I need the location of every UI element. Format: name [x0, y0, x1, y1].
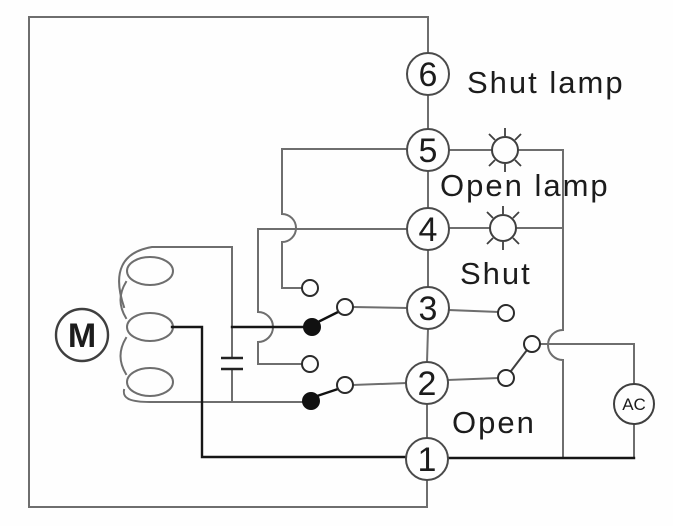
capacitor-icon — [221, 356, 243, 371]
switch-contact-icon — [497, 304, 515, 322]
terminal2-contact-wire — [351, 381, 408, 387]
switch-blade-icon — [316, 310, 340, 324]
switch-contact-icon — [336, 298, 354, 316]
lamp-icon-shut — [486, 206, 520, 250]
winding-bottom-wire — [122, 388, 304, 403]
capacitor-branch-wire — [118, 246, 233, 402]
limit-switch-upper — [301, 279, 354, 336]
terminal4-branch-wire — [257, 228, 410, 365]
open-lamp-label: Open lamp — [440, 168, 610, 203]
switch-contact-icon — [523, 335, 541, 353]
terminal-3-number: 3 — [419, 290, 438, 328]
terminal-4: 4 — [406, 207, 450, 251]
motor-label: M — [68, 317, 96, 355]
switch-contact-icon — [301, 279, 319, 297]
terminal-6-number: 6 — [419, 56, 438, 94]
terminal-1: 1 — [405, 437, 449, 481]
shut-lamp-label: Shut lamp — [467, 65, 625, 100]
limit-switch-lower — [301, 355, 354, 410]
outer-loop-wire — [28, 16, 429, 508]
ac-source-icon: AC — [613, 383, 655, 425]
terminal-5: 5 — [406, 128, 450, 172]
motor-icon: M — [54, 307, 110, 363]
lamp-icon-open — [488, 128, 522, 172]
motor-winding-coil — [119, 256, 174, 397]
terminal-5-number: 5 — [419, 132, 438, 170]
terminal-4-number: 4 — [419, 211, 438, 249]
terminal-3: 3 — [406, 286, 450, 330]
terminal-column-wire — [425, 94, 430, 439]
terminal3-contact-wire — [351, 305, 409, 310]
terminal-6: 6 — [406, 52, 450, 96]
switch-pivot-dot — [302, 392, 320, 410]
open-label: Open — [452, 405, 536, 440]
ac-top-wire — [539, 343, 635, 386]
switch-pivot-dot — [303, 318, 321, 336]
terminal2-selector-wire — [446, 376, 500, 382]
switch-contact-icon — [336, 376, 354, 394]
terminal3-selector-wire — [447, 308, 500, 314]
terminal-1-number: 1 — [418, 441, 437, 479]
winding-mid-wire — [170, 325, 407, 459]
terminal-2-number: 2 — [418, 365, 437, 403]
switch-blade-icon — [510, 349, 528, 372]
switch-blade-icon — [315, 387, 340, 398]
ac-label: AC — [622, 395, 646, 414]
switch-contact-icon — [497, 369, 515, 387]
switch-contact-icon — [301, 355, 319, 373]
selector-switch — [497, 304, 541, 387]
terminal5-branch-wire — [281, 148, 408, 289]
terminal-2: 2 — [405, 361, 449, 405]
shut-label: Shut — [460, 256, 532, 291]
